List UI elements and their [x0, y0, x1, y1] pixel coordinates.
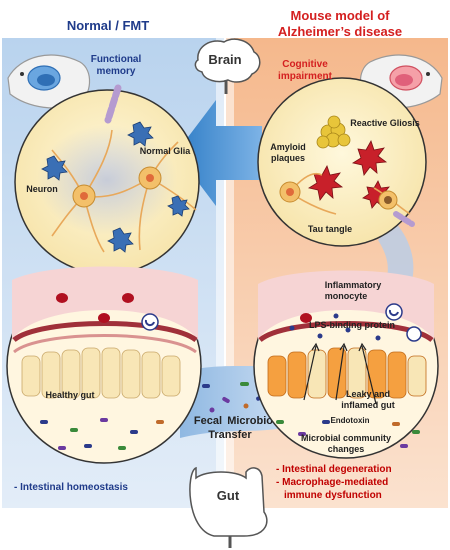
alzheimers-title: Alzheimer’s disease — [278, 24, 402, 39]
lps-binding-protein-label: LPS-binding protein — [309, 320, 395, 330]
reactive-glia — [351, 140, 388, 176]
mouse-model-title: Mouse model of — [291, 8, 391, 23]
intestinal-degeneration-note: - Intestinal degeneration — [276, 464, 392, 475]
left-mouse-icon — [7, 54, 91, 109]
healthy-gut-label: Healthy gut — [45, 390, 94, 400]
macrophage-dysfunction-note-1: - Macrophage-mediated — [276, 477, 388, 488]
healthy-gut-circle — [6, 266, 202, 464]
translocation-arrows — [303, 342, 377, 405]
gut-label: Gut — [217, 488, 240, 503]
red-blood-cell — [300, 313, 312, 323]
cognitive-impairment-caption-1: Cognitive — [282, 59, 328, 70]
damaged-neuron — [378, 190, 398, 210]
leaky-gut-label-1: Leaky and — [346, 389, 390, 399]
normal-fmt-title: Normal / FMT — [67, 18, 149, 33]
red-blood-cell — [122, 293, 134, 303]
amyloid-plaque — [316, 115, 351, 149]
ad-brain-circle — [257, 77, 427, 247]
functional-memory-caption-2: memory — [97, 66, 136, 77]
red-blood-cell — [98, 313, 110, 323]
intestinal-homeostasis-note: - Intestinal homeostasis — [14, 482, 128, 493]
red-blood-cell — [56, 293, 68, 303]
inflammatory-monocyte-icon — [385, 303, 403, 321]
amyloid-label-2: plaques — [271, 153, 305, 163]
fmt-label-1: Fecal — [194, 415, 222, 427]
glia-cell — [167, 195, 190, 217]
microbes — [276, 420, 420, 448]
damaged-neuron — [279, 181, 301, 203]
ad-gut-circle — [253, 270, 439, 459]
fmt-label-3: Transfer — [208, 429, 252, 441]
neuron-label: Neuron — [26, 184, 58, 194]
microbial-community-label-2: changes — [328, 444, 365, 454]
microbes — [40, 418, 164, 450]
glia-cell — [41, 155, 68, 181]
inflammatory-monocyte-label-2: monocyte — [325, 291, 368, 301]
amyloid-label-1: Amyloid — [270, 142, 306, 152]
normal-glia-label: Normal Glia — [140, 146, 192, 156]
brain-label: Brain — [208, 52, 241, 67]
microbial-community-label-1: Microbial community — [301, 433, 391, 443]
inflammatory-monocyte-label-1: Inflammatory — [325, 280, 382, 290]
monocyte-icon — [141, 313, 159, 331]
neuron-cell — [72, 184, 96, 208]
lps-binding-protein — [289, 313, 381, 341]
reactive-glia — [307, 165, 344, 201]
normal-brain-circle — [14, 84, 200, 275]
inflammatory-monocyte-icon — [406, 326, 422, 342]
glia-cell — [127, 121, 154, 147]
glia-cell — [107, 227, 134, 253]
functional-memory-caption-1: Functional — [91, 54, 142, 65]
cognitive-impairment-caption-2: impairment — [278, 71, 333, 82]
macrophage-dysfunction-note-2: immune dysfunction — [284, 490, 382, 501]
leaky-gut-label-2: inflamed gut — [341, 400, 395, 410]
tau-tangle-label: Tau tangle — [308, 224, 352, 234]
endotoxin-label: Endotoxin — [330, 416, 369, 425]
gut-icon — [189, 466, 268, 548]
reactive-gliosis-label: Reactive Gliosis — [350, 118, 420, 128]
brain-icon — [194, 38, 261, 94]
neuron-cell — [138, 166, 162, 190]
